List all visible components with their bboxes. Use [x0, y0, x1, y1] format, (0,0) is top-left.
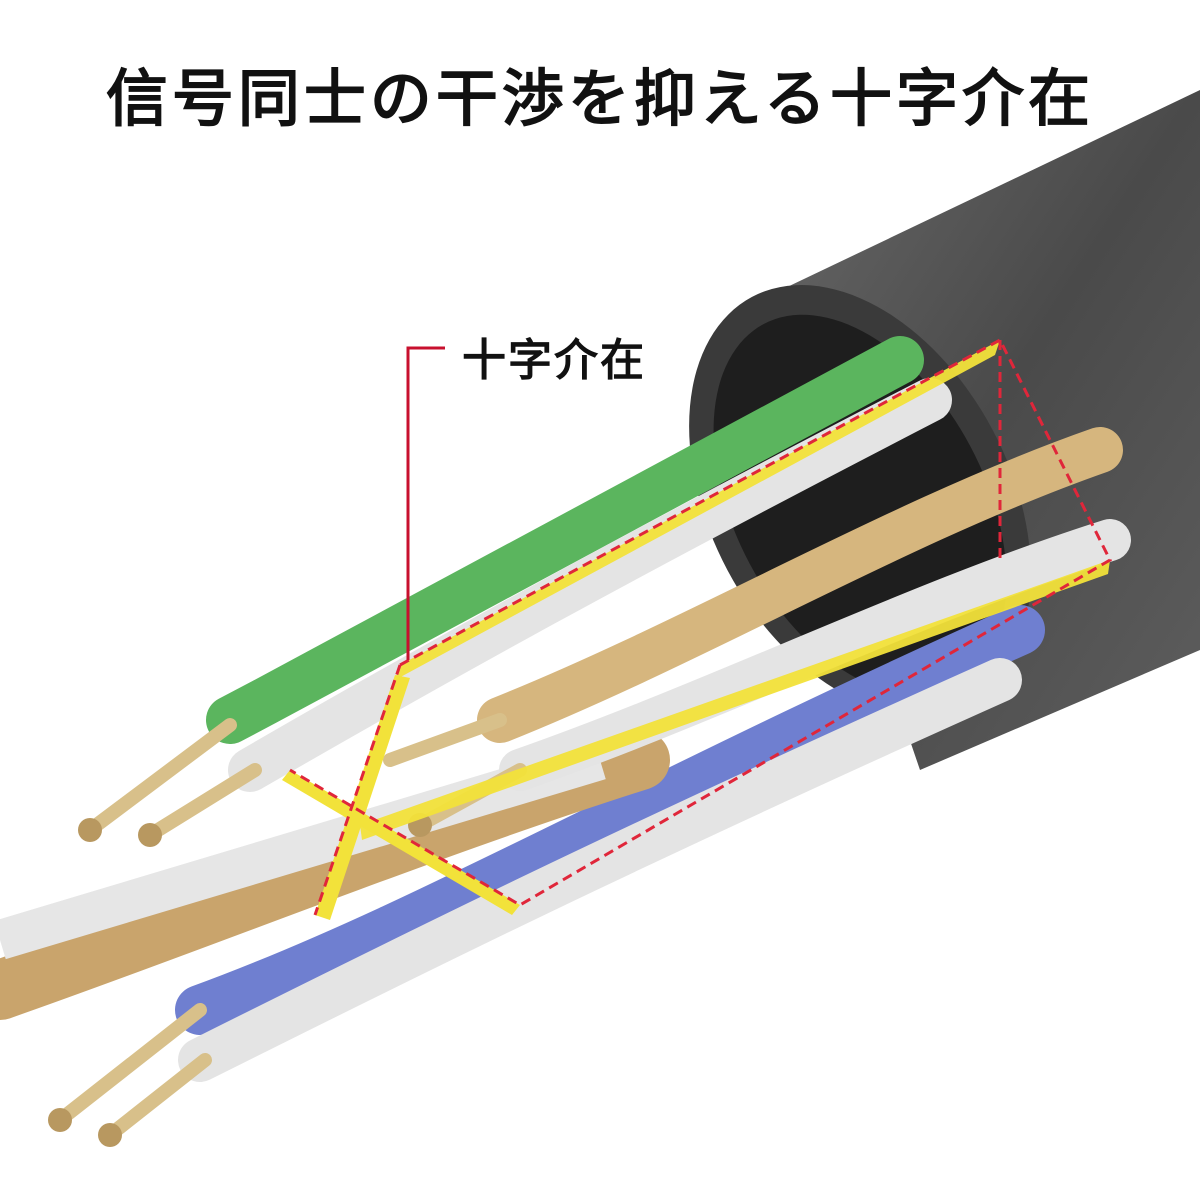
- green-wire-pair: [206, 336, 952, 792]
- blue-wire-pair: [175, 605, 1045, 1082]
- headline: 信号同士の干渉を抑える十字介在: [105, 62, 1095, 135]
- callout-label: 十字介在: [462, 335, 646, 386]
- callout-leader-line: [406, 346, 445, 660]
- copper-conductors: [48, 713, 527, 1147]
- orange-wire-pair: [0, 427, 1131, 1020]
- cross-separator-diagram: [282, 337, 1112, 920]
